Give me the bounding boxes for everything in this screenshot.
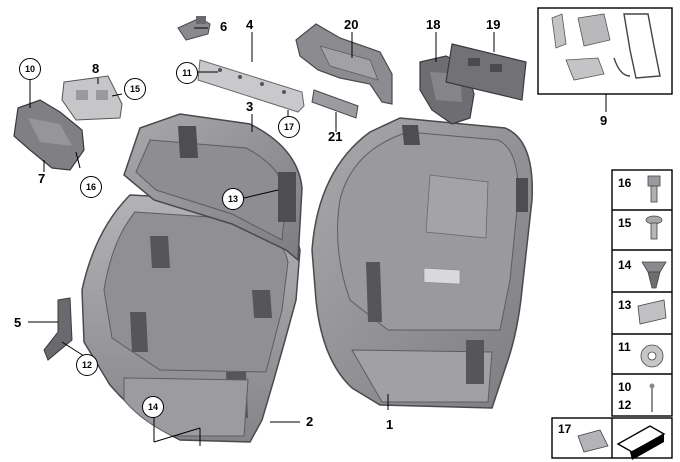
callout-16: 16 bbox=[80, 176, 102, 198]
callout-18: 18 bbox=[426, 17, 441, 32]
callout-10: 10 bbox=[19, 58, 41, 80]
callout-5: 5 bbox=[14, 315, 22, 330]
part-7-side-bracket bbox=[13, 99, 85, 171]
part-6-connector bbox=[177, 16, 211, 41]
part-19-plate bbox=[445, 43, 527, 101]
legend-parts bbox=[577, 175, 667, 460]
callout-3: 3 bbox=[246, 99, 254, 114]
callout-17: 17 bbox=[278, 116, 300, 138]
callout-12: 12 bbox=[76, 354, 98, 376]
legend-label-12: 12 bbox=[618, 398, 632, 412]
part-8-plate bbox=[61, 75, 123, 121]
part-3-upper-shell bbox=[123, 113, 303, 262]
part-20-bracket bbox=[295, 23, 393, 105]
callout-1: 1 bbox=[386, 417, 394, 432]
callout-15: 15 bbox=[124, 78, 146, 100]
part-9-clip-set bbox=[537, 7, 673, 95]
callout-19: 19 bbox=[486, 17, 501, 32]
part-1-backrest-panel bbox=[311, 117, 534, 409]
legend-label-14: 14 bbox=[618, 258, 632, 272]
legend-label-13: 13 bbox=[618, 298, 632, 312]
legend-label-15: 15 bbox=[618, 216, 632, 230]
legend-frame bbox=[551, 169, 673, 459]
callout-13: 13 bbox=[222, 188, 244, 210]
callout-4: 4 bbox=[246, 17, 254, 32]
legend-label-10: 10 bbox=[618, 380, 632, 394]
leader-lines bbox=[28, 27, 607, 446]
legend-label-17: 17 bbox=[558, 422, 572, 436]
callout-6: 6 bbox=[220, 19, 228, 34]
callout-11: 11 bbox=[176, 62, 198, 84]
callout-20: 20 bbox=[344, 17, 359, 32]
legend-label-16: 16 bbox=[618, 176, 632, 190]
callout-7: 7 bbox=[38, 171, 46, 186]
callout-14: 14 bbox=[142, 396, 164, 418]
callout-9: 9 bbox=[600, 113, 608, 128]
part-5-clip bbox=[43, 297, 73, 361]
legend-label-11: 11 bbox=[618, 340, 631, 354]
part-4-trim-strip bbox=[197, 59, 305, 113]
part-21-rail bbox=[311, 89, 359, 119]
callout-21: 21 bbox=[328, 129, 343, 144]
callout-8: 8 bbox=[92, 61, 100, 76]
callout-2: 2 bbox=[306, 414, 314, 429]
part-2-back-shell bbox=[81, 194, 301, 443]
